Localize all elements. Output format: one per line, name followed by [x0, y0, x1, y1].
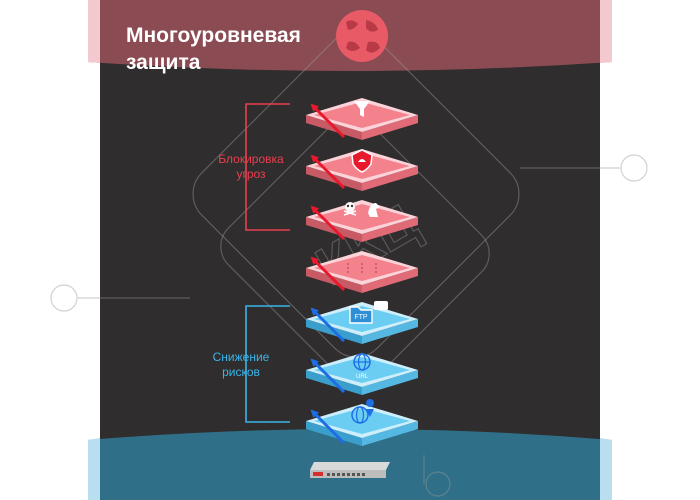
- dotted-layer-icon: [347, 263, 377, 273]
- protection-layer: [306, 200, 418, 242]
- risk-label-line-2: рисков: [222, 365, 260, 379]
- title-line-2: защита: [126, 51, 201, 74]
- firewall-appliance-icon: [310, 462, 390, 478]
- threat-blocking-label: Блокировка угроз: [196, 152, 306, 182]
- url-label: URL: [356, 374, 369, 380]
- globe-icon: URL: [353, 353, 371, 380]
- risk-bracket: [245, 305, 290, 423]
- threat-arrow: [310, 358, 346, 394]
- risk-label-line-1: Снижение: [212, 350, 270, 364]
- threat-arrow: [310, 103, 346, 139]
- threat-arrow: [310, 307, 346, 343]
- shield-icon: [351, 149, 373, 173]
- top-band-edge: [88, 0, 100, 63]
- filter-icon: [354, 101, 370, 117]
- ftp-label: FTP: [354, 314, 368, 321]
- globe-location-icon: [351, 399, 375, 424]
- bottom-band-edge: [88, 438, 100, 500]
- threat-arrow: [310, 205, 346, 241]
- bottom-band-edge: [600, 438, 612, 500]
- watermark: [50, 30, 648, 497]
- threat-label-line-2: угроз: [236, 167, 266, 181]
- page-title: Многоуровневая защита: [126, 22, 301, 76]
- threat-label-line-1: Блокировка: [218, 152, 284, 166]
- threat-bracket: [245, 103, 290, 231]
- threat-arrow: [310, 409, 346, 445]
- skull-trojan-icon: [343, 202, 380, 217]
- threat-arrow: [310, 256, 346, 292]
- top-band-edge: [600, 0, 612, 63]
- planet-icon: [336, 10, 388, 62]
- title-line-1: Многоуровневая: [126, 24, 301, 47]
- threat-arrow: [310, 154, 346, 190]
- ftp-folder-icon: FTP: [349, 301, 388, 324]
- risk-reduction-label: Снижение рисков: [196, 350, 286, 380]
